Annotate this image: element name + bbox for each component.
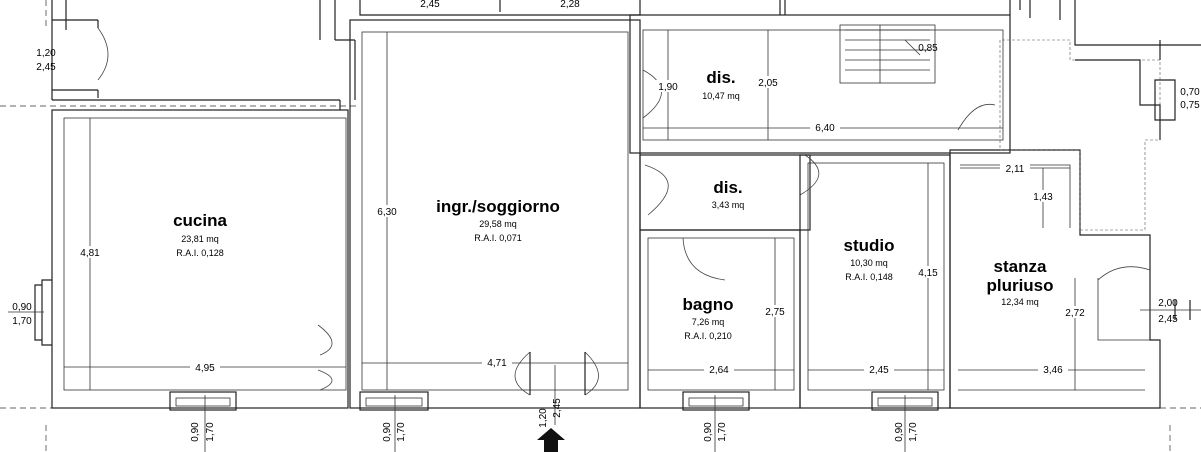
bagno-name: bagno bbox=[683, 295, 734, 314]
bagno-area: 7,26 mq bbox=[692, 317, 725, 327]
dim-dis-190: 1,90 bbox=[658, 82, 678, 93]
bagno-room bbox=[639, 229, 801, 411]
dim-right-245: 2,45 bbox=[1158, 314, 1178, 325]
dim-top-228: 2,28 bbox=[560, 0, 580, 10]
dim-win2-w: 0,90 bbox=[382, 422, 393, 442]
dim-win1-h: 1,70 bbox=[205, 422, 216, 442]
dim-win2-h: 1,70 bbox=[396, 422, 407, 442]
dim-win3-h: 1,70 bbox=[717, 422, 728, 442]
dim-left-door-h: 2,45 bbox=[36, 62, 56, 73]
dis-top-name: dis. bbox=[706, 68, 735, 87]
dis-mid-name: dis. bbox=[713, 178, 742, 197]
cucina-room bbox=[34, 109, 349, 411]
dim-soggiorno-w: 4,71 bbox=[487, 358, 507, 369]
dim-dis-205: 2,05 bbox=[758, 78, 778, 89]
dim-right-070: 0,70 bbox=[1180, 87, 1200, 98]
dim-bagno-h: 2,75 bbox=[765, 307, 785, 318]
dim-top-245: 2,45 bbox=[420, 0, 440, 10]
cucina-rai: R.A.I. 0,128 bbox=[176, 248, 224, 258]
dim-soggiorno-h: 6,30 bbox=[377, 207, 397, 218]
dimension-texts: 2,45 2,28 1,20 2,45 4,81 4,95 6,30 4,71 … bbox=[12, 0, 1200, 442]
studio-name: studio bbox=[844, 236, 895, 255]
dim-entrance-w: 1,20 bbox=[538, 408, 549, 428]
soggiorno-rai: R.A.I. 0,071 bbox=[474, 233, 522, 243]
dim-win4-h: 1,70 bbox=[908, 422, 919, 442]
soggiorno-area: 29,58 mq bbox=[479, 219, 517, 229]
dis-top-area bbox=[629, 0, 1011, 154]
dim-win4-w: 0,90 bbox=[894, 422, 905, 442]
dim-win3-w: 0,90 bbox=[703, 422, 714, 442]
dim-right-075: 0,75 bbox=[1180, 100, 1200, 111]
dim-stanza-w: 3,46 bbox=[1043, 365, 1063, 376]
cucina-name: cucina bbox=[173, 211, 227, 230]
dis-mid-area: 3,43 mq bbox=[712, 200, 745, 210]
dis-top-area: 10,47 mq bbox=[702, 91, 740, 101]
studio-area: 10,30 mq bbox=[850, 258, 888, 268]
soggiorno-name: ingr./soggiorno bbox=[436, 197, 560, 216]
dim-cucina-h: 4,81 bbox=[80, 248, 100, 259]
dim-cucina-w: 4,95 bbox=[195, 363, 215, 374]
dim-stanza-h: 2,72 bbox=[1065, 308, 1085, 319]
entrance-arrow-icon bbox=[537, 428, 565, 452]
studio-rai: R.A.I. 0,148 bbox=[845, 272, 893, 282]
dim-stair-085: 0,85 bbox=[918, 43, 938, 54]
dim-211: 2,11 bbox=[1006, 164, 1025, 175]
stanza-area: 12,34 mq bbox=[1001, 297, 1039, 307]
bagno-rai: R.A.I. 0,210 bbox=[684, 331, 732, 341]
dim-studio-h: 4,15 bbox=[918, 268, 938, 279]
dim-entrance-h: 2,45 bbox=[552, 398, 563, 418]
stanza-name-line2: pluriuso bbox=[986, 276, 1053, 295]
dim-studio-w: 2,45 bbox=[869, 365, 889, 376]
stanza-pluriuso-room bbox=[949, 103, 1161, 409]
dim-win-left-w: 0,90 bbox=[12, 302, 32, 313]
cucina-area: 23,81 mq bbox=[181, 234, 219, 244]
room-labels: cucina 23,81 mq R.A.I. 0,128 ingr./soggi… bbox=[173, 68, 1053, 341]
dim-win-left-h: 1,70 bbox=[12, 316, 32, 327]
dim-143: 1,43 bbox=[1033, 192, 1053, 203]
dim-dis-640: 6,40 bbox=[815, 123, 835, 134]
dim-right-200: 2,00 bbox=[1158, 298, 1178, 309]
dim-left-door-w: 1,20 bbox=[36, 48, 56, 59]
stanza-name-line1: stanza bbox=[994, 257, 1047, 276]
dim-bagno-w: 2,64 bbox=[709, 365, 729, 376]
top-left-walls bbox=[51, 0, 356, 110]
dim-win1-w: 0,90 bbox=[190, 422, 201, 442]
